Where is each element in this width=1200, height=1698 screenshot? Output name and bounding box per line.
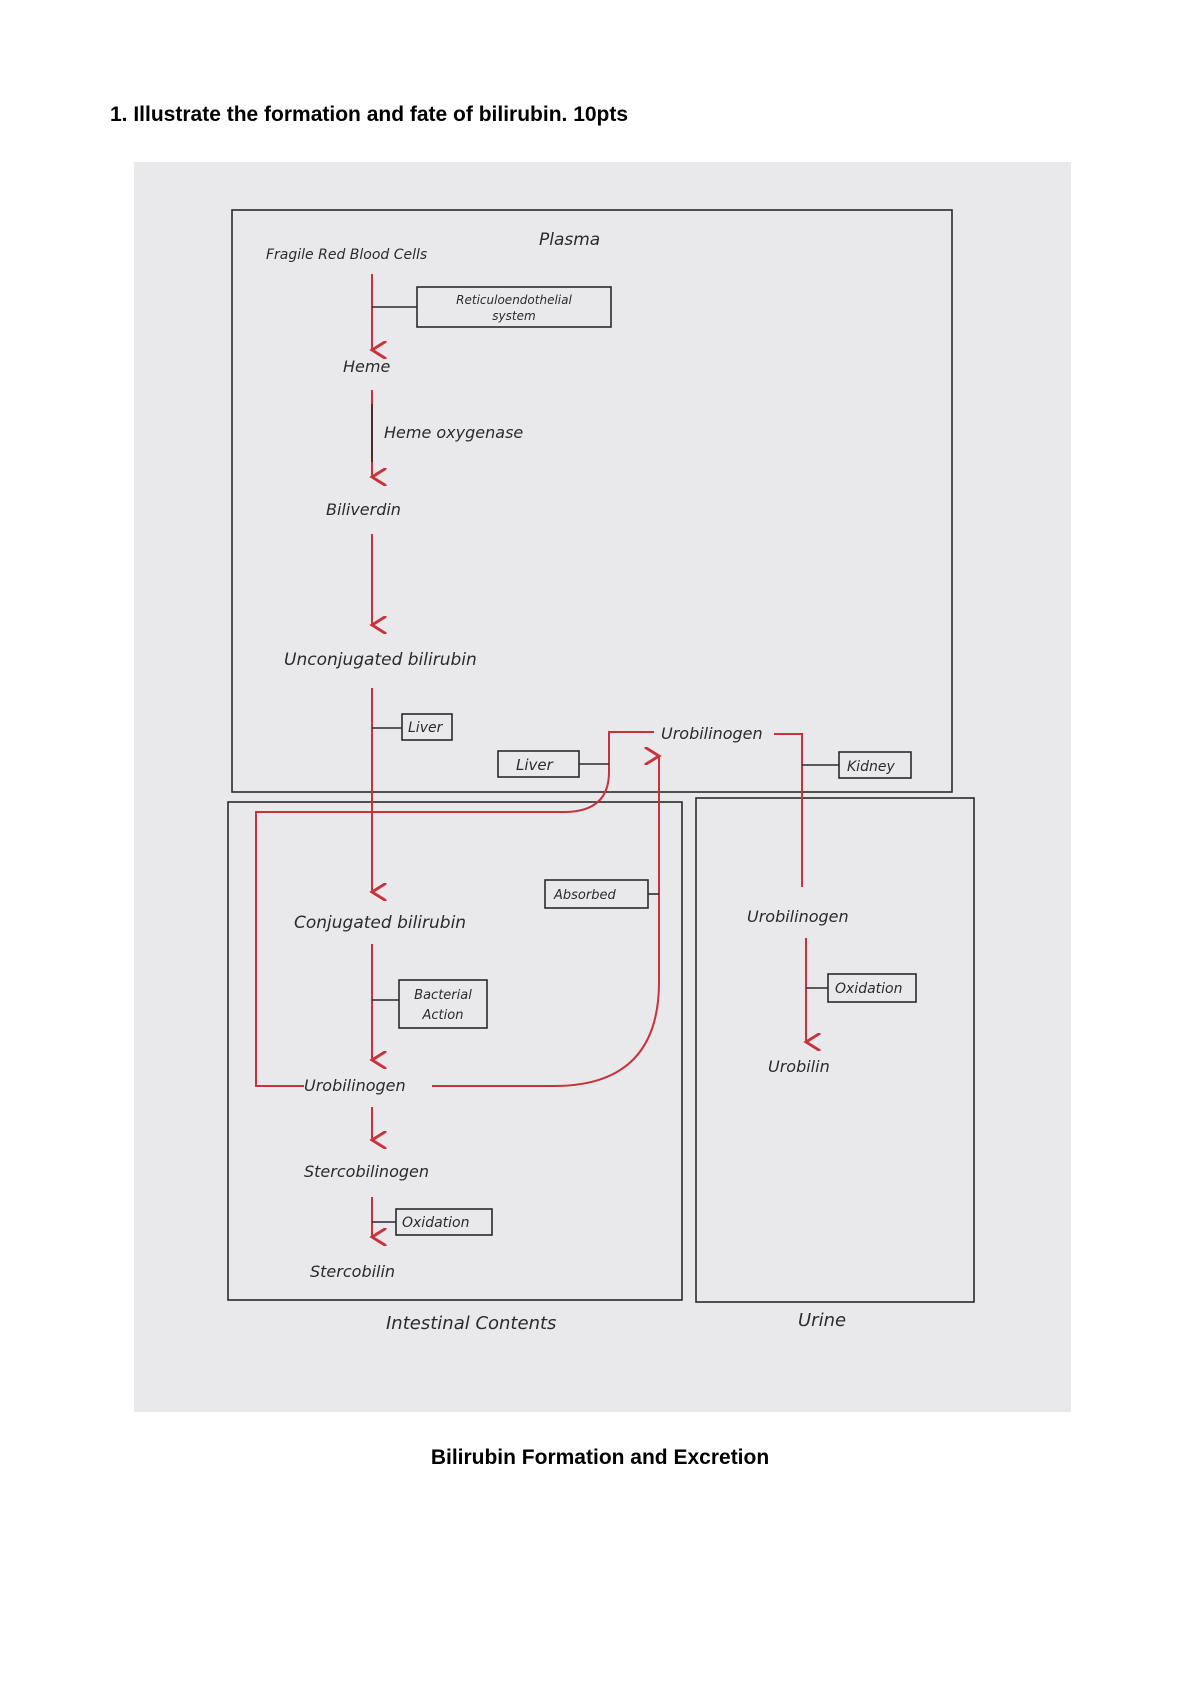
urine-region-box	[695, 797, 975, 1303]
plasma-region-box	[231, 209, 953, 793]
node-biliverdin: Biliverdin	[326, 500, 401, 519]
liver2-label: Liver	[516, 756, 554, 774]
arrow-absorption-path	[432, 756, 659, 1087]
res-label-line1: Reticuloendothelial	[456, 293, 572, 307]
question-heading: 1. Illustrate the formation and fate of …	[110, 103, 629, 126]
kidney-label: Kidney	[847, 759, 895, 775]
oxidation1-label: Oxidation	[402, 1215, 469, 1231]
liver2-box	[497, 750, 580, 778]
oxidation2-box	[827, 973, 917, 1003]
intestinal-label: Intestinal Contents	[386, 1313, 556, 1334]
liver1-box	[401, 713, 453, 741]
diagram-photo: Plasma Intestinal Contents Urine Fragile…	[134, 162, 1071, 1412]
node-conjugated-bilirubin: Conjugated bilirubin	[294, 913, 466, 933]
bacterial-label-line1: Bacterial	[414, 988, 472, 1003]
arrow-recirculation-loop	[255, 731, 654, 1087]
node-urobilinogen-urine: Urobilinogen	[747, 907, 849, 926]
intestinal-region-box	[227, 801, 683, 1301]
bilirubin-diagram: Plasma Intestinal Contents Urine Fragile…	[227, 209, 975, 1334]
oxidation1-box	[395, 1208, 493, 1236]
arrow-to-kidney	[774, 733, 803, 887]
oxidation2-label: Oxidation	[835, 981, 902, 997]
absorbed-box	[544, 879, 649, 909]
res-box	[416, 286, 612, 328]
node-stercobilin: Stercobilin	[310, 1262, 395, 1281]
bacterial-action-box	[398, 979, 488, 1029]
plasma-label: Plasma	[539, 230, 600, 250]
liver1-label: Liver	[408, 720, 444, 736]
kidney-box	[838, 751, 912, 779]
absorbed-label: Absorbed	[553, 888, 616, 903]
bacterial-label-line2: Action	[422, 1008, 464, 1023]
node-urobilinogen-intestinal: Urobilinogen	[304, 1076, 406, 1095]
node-urobilin: Urobilin	[768, 1057, 830, 1076]
node-urobilinogen-plasma: Urobilinogen	[661, 724, 763, 743]
node-stercobilinogen: Stercobilinogen	[304, 1162, 429, 1181]
heme-oxygenase-label: Heme oxygenase	[384, 423, 523, 442]
figure-caption: Bilirubin Formation and Excretion	[430, 1446, 770, 1469]
node-fragile-rbc: Fragile Red Blood Cells	[266, 247, 427, 263]
res-label-line2: system	[492, 309, 535, 323]
node-heme: Heme	[343, 357, 390, 376]
urine-label: Urine	[798, 1310, 846, 1331]
node-unconjugated-bilirubin: Unconjugated bilirubin	[284, 650, 477, 670]
